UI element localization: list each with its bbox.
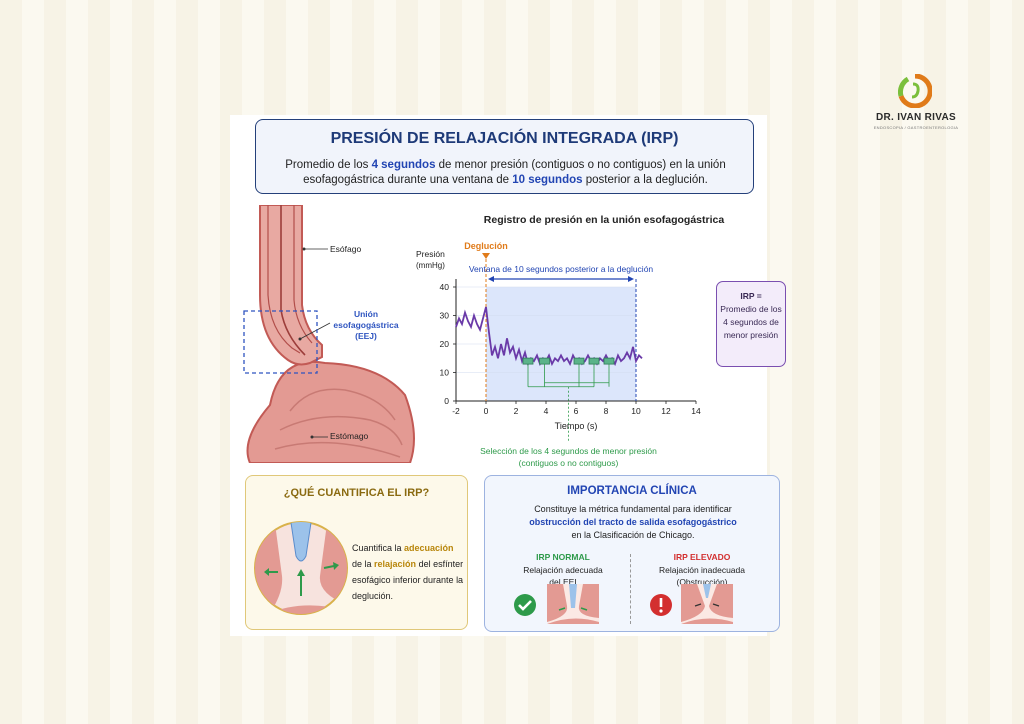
- x-tick-label: 14: [691, 406, 701, 416]
- y-tick-label: 30: [440, 311, 450, 321]
- irp-normal-line: Relajación adecuada: [523, 565, 603, 575]
- importance-highlight: obstrucción del tracto de salida esofago…: [529, 517, 737, 527]
- window-label: Ventana de 10 segundos posterior a la de…: [469, 264, 654, 274]
- desc-highlight: 4 segundos: [371, 159, 436, 171]
- x-tick-label: 8: [604, 406, 609, 416]
- anatomy-illustration: Esófago Unión esofagogástrica (EEJ) Estó…: [230, 204, 420, 464]
- swallow-label: Deglución: [464, 241, 508, 251]
- importance-title: IMPORTANCIA CLÍNICA: [567, 485, 697, 497]
- logo: DR. IVAN RIVAS ENDOSCOPIA / GASTROENTERO…: [868, 74, 964, 134]
- arrow-left-icon: [488, 276, 494, 282]
- irp-high-line: Relajación inadecuada: [658, 565, 745, 575]
- irp-box-text: Promedio de los 4 segundos de menor pres…: [720, 304, 782, 340]
- label-esophagus: Esófago: [330, 244, 362, 254]
- what-text: de la: [352, 559, 375, 569]
- header-description: Promedio de los 4 segundos de menor pres…: [276, 158, 735, 188]
- swallow-triangle-icon: [482, 253, 490, 259]
- x-tick-label: 4: [544, 406, 549, 416]
- label-ejj-line: esofagogástrica: [333, 320, 399, 330]
- irp-box-title: IRP =: [740, 291, 762, 301]
- obstruction-icon: [681, 584, 733, 624]
- desc-highlight: 10 segundos: [512, 174, 583, 186]
- page-title: PRESIÓN DE RELAJACIÓN INTEGRADA (IRP): [330, 130, 679, 147]
- x-tick-label: 0: [484, 406, 489, 416]
- y-tick-label: 0: [444, 396, 449, 406]
- y-tick-label: 10: [440, 368, 450, 378]
- desc-text: Promedio de los: [285, 159, 372, 171]
- logo-icon: [898, 74, 932, 108]
- x-tick-label: -2: [452, 406, 460, 416]
- low-pressure-segment: [588, 357, 600, 365]
- irp-definition-box: IRP = Promedio de los 4 segundos de meno…: [716, 281, 786, 367]
- irp-normal-text: Relajación adecuada del EEI: [503, 564, 623, 588]
- x-axis-label: Tiempo (s): [555, 421, 598, 431]
- x-tick-label: 6: [574, 406, 579, 416]
- logo-subtitle: ENDOSCOPIA / GASTROENTEROLOGIA: [873, 125, 959, 130]
- what-highlight: relajación: [374, 559, 417, 569]
- esophagus-stomach-drawing: [243, 204, 415, 464]
- low-pressure-segment: [573, 357, 585, 365]
- low-pressure-segment: [539, 357, 550, 365]
- selection-label: Selección de los 4 segundos de menor pre…: [480, 446, 657, 456]
- low-pressure-segment: [603, 357, 615, 365]
- alert-icon: [650, 594, 672, 616]
- x-tick-label: 10: [631, 406, 641, 416]
- column-divider: [630, 554, 631, 624]
- clinical-importance-panel: IMPORTANCIA CLÍNICA Constituye la métric…: [484, 475, 780, 632]
- pressure-chart: Deglución Ventana de 10 segundos posteri…: [416, 241, 701, 468]
- check-icon: [514, 594, 536, 616]
- arrow-right-icon: [628, 276, 634, 282]
- y-axis-unit: (mmHg): [416, 261, 445, 270]
- importance-description: Constituye la métrica fundamental para i…: [495, 503, 771, 542]
- irp-high-text: Relajación inadecuada (Obstrucción): [637, 564, 767, 588]
- importance-line: en la Clasificación de Chicago.: [571, 530, 695, 540]
- desc-text: posterior a la deglución.: [582, 174, 708, 186]
- label-ejj: Unión esofagogástrica (EEJ): [326, 309, 406, 342]
- infographic-card: PRESIÓN DE RELAJACIÓN INTEGRADA (IRP) Pr…: [230, 115, 786, 636]
- x-tick-label: 12: [661, 406, 671, 416]
- label-ejj-line: (EEJ): [355, 331, 377, 341]
- x-tick-label: 2: [514, 406, 519, 416]
- desc-text: de menor presión (contiguos o no contigu…: [303, 159, 726, 186]
- header-box: PRESIÓN DE RELAJACIÓN INTEGRADA (IRP) Pr…: [255, 119, 754, 194]
- irp-normal-title: IRP NORMAL: [536, 552, 590, 562]
- logo-name: DR. IVAN RIVAS: [876, 112, 956, 123]
- irp-high-line: (Obstrucción): [676, 577, 728, 587]
- selection-bracket: [527, 364, 610, 441]
- sphincter-zoom-icon: [254, 521, 348, 615]
- label-stomach: Estómago: [330, 431, 369, 441]
- y-axis-label: Presión: [416, 249, 445, 259]
- what-quantifies-panel: ¿QUÉ CUANTIFICA EL IRP? Cuantifica la ad…: [245, 475, 468, 630]
- what-highlight: adecuación: [404, 543, 454, 553]
- what-text: del esfínter esofágico inferior durante …: [352, 559, 464, 601]
- what-text: Cuantifica la: [352, 543, 405, 553]
- what-description: Cuantifica la adecuación de la relajació…: [352, 540, 464, 604]
- low-pressure-segment: [522, 357, 534, 365]
- label-ejj-line: Unión: [353, 309, 379, 319]
- selection-sublabel: (contiguos o no contiguos): [519, 458, 619, 468]
- y-tick-label: 20: [440, 339, 450, 349]
- irp-high-title: IRP ELEVADO: [673, 552, 731, 562]
- chart-title: Registro de presión en la unión esofagog…: [483, 214, 725, 226]
- window-arrow: [488, 276, 634, 282]
- irp-normal-line: del EEI: [549, 577, 577, 587]
- importance-line: Constituye la métrica fundamental para i…: [534, 504, 732, 514]
- y-tick-label: 40: [440, 282, 450, 292]
- normal-relaxation-icon: [547, 584, 599, 624]
- what-title: ¿QUÉ CUANTIFICA EL IRP?: [283, 487, 430, 499]
